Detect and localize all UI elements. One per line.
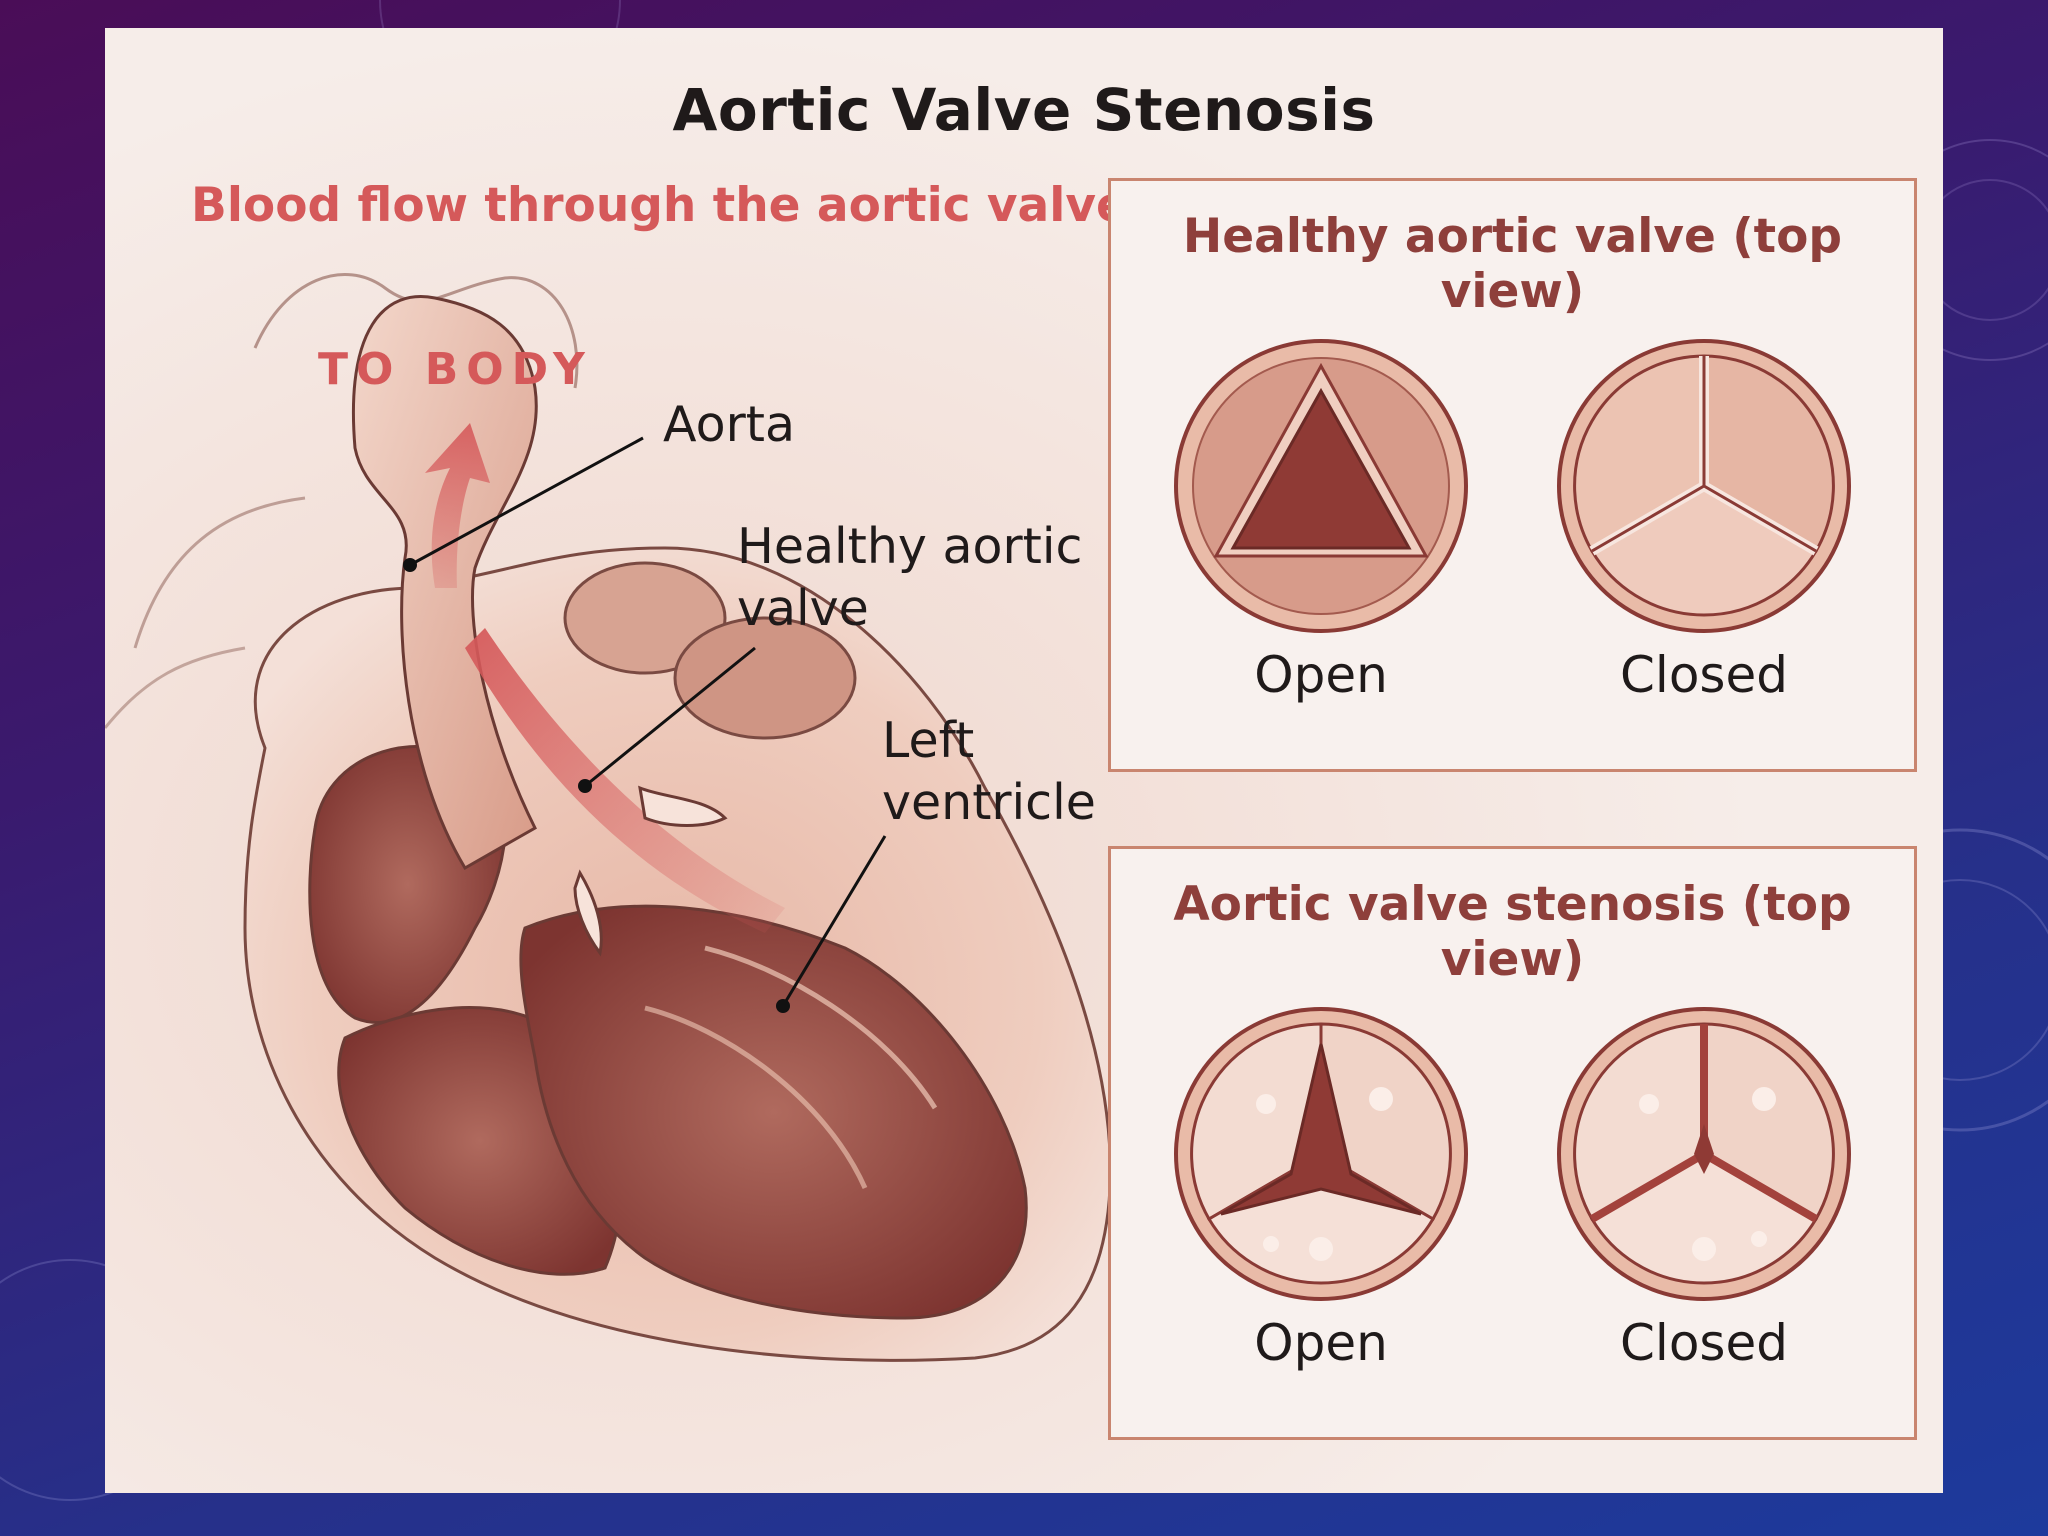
stenosis-closed-valve-icon bbox=[1557, 1007, 1851, 1301]
to-body-label: TO BODY bbox=[318, 344, 593, 395]
healthy-open-valve-icon bbox=[1174, 339, 1468, 633]
healthy-valve-label-line1: Healthy aortic bbox=[737, 518, 1083, 575]
left-ventricle-label-line2: ventricle bbox=[882, 774, 1096, 831]
healthy-valve-panel: Healthy aortic valve (top view) Open Clo… bbox=[1108, 178, 1917, 772]
left-ventricle-label-line1: Left bbox=[882, 712, 975, 769]
healthy-valve-label: Healthy aortic valve bbox=[737, 516, 1082, 640]
stenosis-open-valve-icon bbox=[1174, 1007, 1468, 1301]
heart-illustration bbox=[105, 273, 1112, 1362]
page-title: Aortic Valve Stenosis bbox=[672, 76, 1376, 144]
healthy-closed-valve-icon bbox=[1557, 339, 1851, 633]
infographic-card: Aortic Valve Stenosis Blood flow through… bbox=[105, 28, 1943, 1493]
left-ventricle-label: Left ventricle bbox=[882, 710, 1096, 834]
healthy-closed-label: Closed bbox=[1620, 646, 1788, 704]
healthy-panel-title: Healthy aortic valve (top view) bbox=[1182, 209, 1843, 319]
healthy-open-label: Open bbox=[1254, 646, 1388, 704]
aorta-label-text: Aorta bbox=[663, 396, 796, 453]
diagram-subtitle: Blood flow through the aortic valve bbox=[191, 178, 1128, 233]
stenosis-closed-label: Closed bbox=[1620, 1314, 1788, 1372]
aorta-label: Aorta bbox=[663, 394, 795, 456]
stenosis-open-label: Open bbox=[1254, 1314, 1388, 1372]
stenosis-valve-panel: Aortic valve stenosis (top view) Open Cl… bbox=[1108, 846, 1917, 1440]
healthy-valve-label-line2: valve bbox=[737, 580, 869, 637]
stenosis-panel-title: Aortic valve stenosis (top view) bbox=[1173, 877, 1852, 987]
